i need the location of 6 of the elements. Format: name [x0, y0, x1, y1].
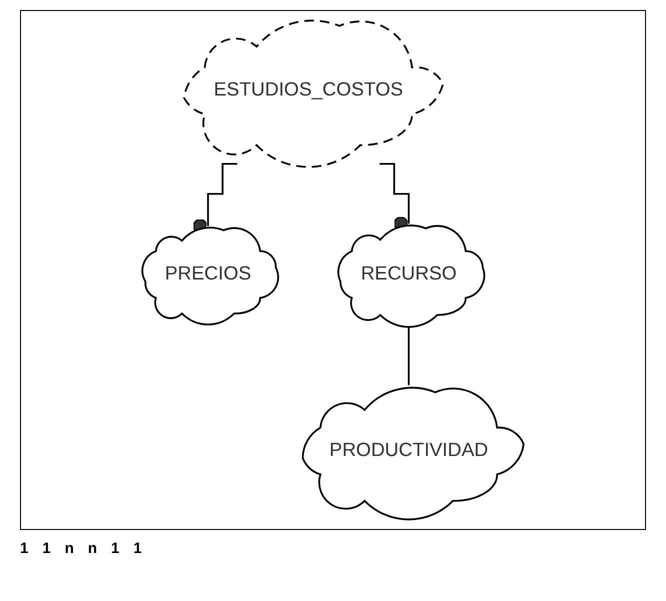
cardinality-label: n: [88, 540, 98, 557]
cardinality-label: n: [64, 540, 74, 557]
cardinality-label: 1: [42, 540, 51, 557]
cardinality-label: 1: [111, 540, 120, 557]
cardinality-label: 1: [133, 540, 142, 557]
cardinality-label: 1: [20, 540, 28, 557]
